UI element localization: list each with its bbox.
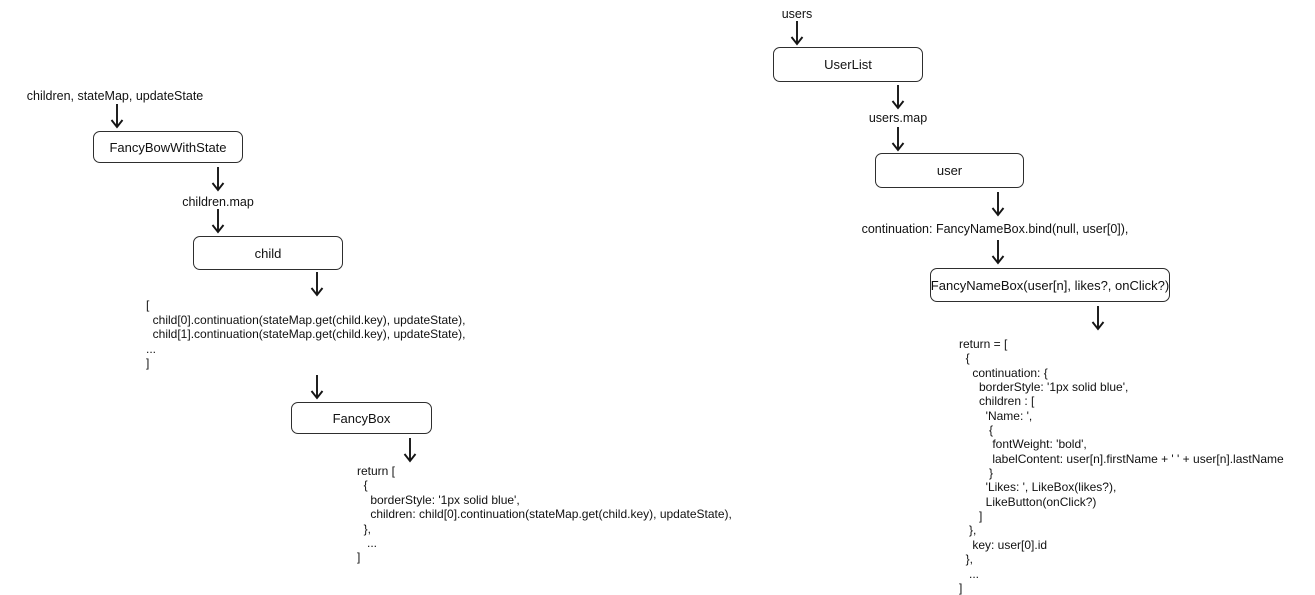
arrow-down-icon — [891, 85, 905, 110]
arrow-down-icon — [991, 192, 1005, 217]
node-child: child — [193, 236, 343, 270]
fancynamebox-return-code-block: return = [ { continuation: { borderStyle… — [959, 337, 1284, 595]
arrow-down-icon — [891, 127, 905, 152]
node-fancybox: FancyBox — [291, 402, 432, 434]
arrow-down-icon — [991, 240, 1005, 265]
children-map-label: children.map — [182, 195, 254, 209]
node-fancybox-label: FancyBox — [332, 410, 391, 426]
node-fancynamebox: FancyNameBox(user[n], likes?, onClick?) — [930, 268, 1170, 302]
fancybox-return-code-block: return [ { borderStyle: '1px solid blue'… — [357, 464, 732, 565]
children-array-code-block: [ child[0].continuation(stateMap.get(chi… — [146, 298, 466, 370]
arrow-down-icon — [310, 272, 324, 297]
arrow-down-icon — [110, 104, 124, 129]
arrow-down-icon — [211, 167, 225, 192]
users-label: users — [781, 7, 813, 21]
node-fancybowwithstate: FancyBowWithState — [93, 131, 243, 163]
node-user-label: user — [936, 163, 963, 178]
arrow-down-icon — [211, 209, 225, 234]
arrow-down-icon — [403, 438, 417, 463]
node-child-label: child — [254, 245, 282, 261]
node-userlist-label: UserList — [824, 57, 872, 72]
arrow-down-icon — [310, 375, 324, 400]
arrow-down-icon — [1091, 306, 1105, 331]
left-input-params-label: children, stateMap, updateState — [26, 89, 204, 103]
users-map-label: users.map — [868, 111, 928, 125]
node-fancybowwithstate-label: FancyBowWithState — [109, 139, 227, 155]
node-fancynamebox-label: FancyNameBox(user[n], likes?, onClick?) — [930, 277, 1170, 293]
node-userlist: UserList — [773, 47, 923, 82]
continuation-bind-label: continuation: FancyNameBox.bind(null, us… — [861, 222, 1129, 236]
arrow-down-icon — [790, 21, 804, 46]
node-user: user — [875, 153, 1024, 188]
